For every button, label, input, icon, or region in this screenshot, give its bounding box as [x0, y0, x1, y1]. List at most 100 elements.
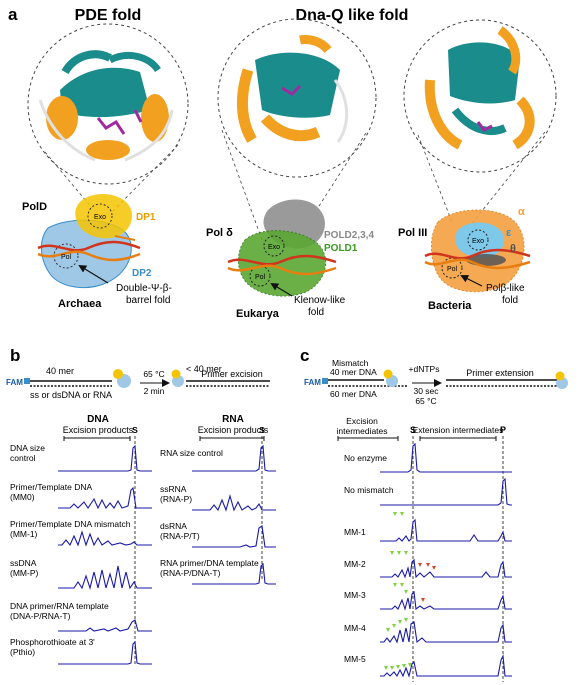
panel-a: a PDE fold Dna-Q like fold — [8, 5, 557, 320]
pol-label: Pol — [255, 274, 266, 281]
structure-dnaq-eukarya — [236, 35, 349, 143]
excision-int-line1: Excision — [346, 416, 378, 426]
fold-label-line2: fold — [502, 295, 518, 306]
alpha-label: α — [518, 206, 525, 218]
green-marker-icon — [396, 665, 400, 669]
green-marker-icon — [390, 551, 394, 555]
trace-mm3 — [380, 590, 512, 611]
green-marker-icon — [393, 512, 397, 516]
dp1-label: DP1 — [136, 212, 156, 223]
row-label-no-enzyme: No enzyme — [344, 453, 387, 463]
green-marker-icon — [392, 624, 396, 628]
marker-mm3 — [393, 583, 425, 602]
exo-label: Exo — [268, 244, 280, 251]
structure-dnaq-bacteria — [424, 26, 535, 150]
dna-strand — [424, 258, 531, 270]
marker-mm1 — [393, 512, 404, 516]
panel-c: c Mismatch FAM 40 mer DNA 60 mer DNA +dN… — [300, 346, 568, 682]
dna-row-label-line2: (MM-P) — [10, 568, 38, 578]
fam-dot — [24, 378, 30, 384]
row-label-mm3: MM-3 — [344, 590, 366, 600]
pde-fold-title: PDE fold — [75, 7, 142, 24]
pold1-label: POLD1 — [324, 243, 358, 254]
pold234-label: POLD2,3,4 — [324, 230, 374, 241]
fold-label-line1: Klenow-like — [294, 295, 346, 306]
row-label-mm1: MM-1 — [344, 527, 366, 537]
dna-strand — [424, 248, 531, 260]
pol-delta-schematic: Pol δ Exo Pol POLD2,3,4 POLD1 Klenow-lik… — [206, 199, 374, 320]
rna-row-label-line1: RNA primer/DNA template — [160, 558, 259, 568]
dna-row-label-line2: (MM-1) — [10, 529, 38, 539]
green-marker-icon — [393, 583, 397, 587]
enzyme-icon — [383, 369, 398, 387]
excision-bracket-dna — [63, 436, 131, 441]
exo-label: Exo — [472, 238, 484, 245]
green-marker-icon — [404, 590, 408, 594]
zoom-line — [417, 134, 453, 223]
process-label: Primer excision — [201, 369, 263, 379]
pold-schematic: PolD Exo Pol DP1 DP2 Double-Ψ-β- barrel … — [22, 193, 172, 310]
zoom-circle-bacteria — [403, 19, 557, 173]
substrate-length: 40 mer — [46, 366, 74, 376]
structure-pde-fold — [38, 50, 174, 162]
trace-mm2 — [380, 558, 512, 579]
exo-label: Exo — [94, 214, 106, 221]
bacteria-label: Bacteria — [428, 300, 472, 312]
green-marker-icon — [384, 666, 388, 670]
zoom-line — [291, 132, 367, 249]
fam-label: FAM — [6, 378, 23, 387]
dna-strand — [37, 250, 141, 262]
pold-label: PolD — [22, 201, 47, 213]
excision-products-dna: Excision products — [63, 425, 134, 435]
dna-row-label-line2: (MM0) — [10, 492, 35, 502]
time-label: 30 sec — [413, 386, 439, 396]
dna-trace-mmp — [58, 565, 152, 590]
panel-a-letter: a — [8, 5, 18, 24]
dna-row-label-line1: ssDNA — [10, 558, 37, 568]
archaea-label: Archaea — [58, 298, 102, 310]
substrate-types: ss or dsDNA or RNA — [30, 390, 112, 400]
row-label-no-mismatch: No mismatch — [344, 485, 394, 495]
temp-label: 65 °C — [415, 396, 436, 406]
s-marker-dna: S — [132, 425, 138, 435]
excision-int-line2: intermediates — [336, 426, 387, 436]
dna-trace-dna-rna — [58, 619, 152, 632]
dna-strand — [227, 264, 337, 276]
red-marker-icon — [432, 566, 436, 570]
rna-trace-rna-dna — [192, 562, 276, 585]
zoom-line — [44, 151, 93, 209]
green-marker-icon — [400, 583, 404, 587]
panel-b-letter: b — [10, 346, 20, 365]
red-marker-icon — [421, 598, 425, 602]
excision-bracket-rna — [199, 436, 265, 441]
pol-delta-exo-site — [263, 235, 285, 257]
fold-pointer-arrow — [460, 275, 483, 287]
dna-strand — [227, 254, 337, 266]
rna-row-label-line1: RNA size control — [160, 448, 223, 458]
dnaq-fold-title: Dna-Q like fold — [296, 7, 409, 24]
green-marker-icon — [402, 664, 406, 668]
pol-iii-label: Pol III — [398, 227, 427, 239]
green-marker-icon — [398, 620, 402, 624]
dna-trace-mm0 — [58, 486, 152, 510]
dna-header: DNA — [87, 414, 109, 425]
zoom-circle-eukarya — [217, 18, 377, 178]
pold-exo-site — [87, 203, 113, 229]
zoom-line — [469, 131, 546, 227]
dna-row-label-line1: Phosphorothioate at 3' — [10, 637, 95, 647]
fam-dot — [322, 378, 328, 384]
dna-trace-mm1 — [58, 530, 152, 547]
dna-row-label-line1: DNA primer/RNA template — [10, 601, 109, 611]
rna-row-label-line1: ssRNA — [160, 484, 187, 494]
eukarya-label: Eukarya — [236, 308, 280, 320]
trace-mm1 — [380, 518, 512, 542]
rna-trace-dsrna — [192, 525, 276, 548]
fam-label: FAM — [304, 378, 321, 387]
dna-row-label-line1: DNA size — [10, 443, 45, 453]
dna-row-label-line2: control — [10, 453, 36, 463]
row-label-mm5: MM-5 — [344, 654, 366, 664]
row-label-mm2: MM-2 — [344, 559, 366, 569]
green-marker-icon — [404, 551, 408, 555]
top-strand-label: 40 mer DNA — [330, 367, 377, 377]
pol3-exo-site — [467, 229, 489, 251]
